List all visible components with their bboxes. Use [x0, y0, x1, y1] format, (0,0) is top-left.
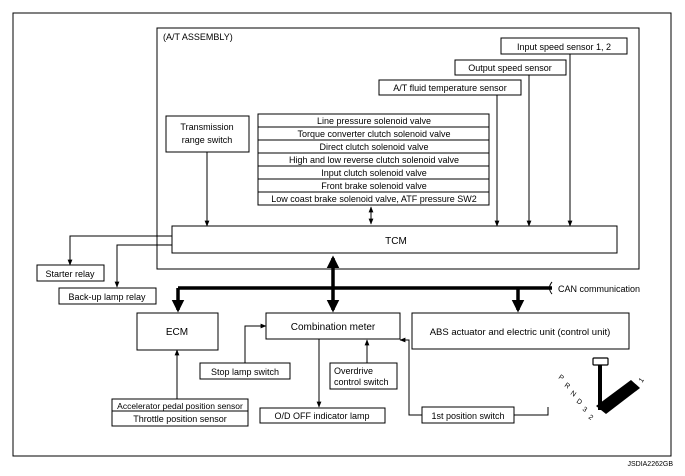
output-speed-sensor-label: Output speed sensor: [468, 63, 552, 73]
backup-lamp-relay-box: Back-up lamp relay: [58, 287, 157, 305]
figure-id: JSDIA2262GB: [627, 461, 673, 468]
shifter-letter: R: [563, 382, 571, 391]
valve-label: Input clutch solenoid valve: [321, 168, 427, 178]
input-speed-sensor-label: Input speed sensor 1, 2: [517, 42, 611, 52]
backup-relay-line: [114, 244, 172, 288]
valve-label: Torque converter clutch solenoid valve: [297, 129, 450, 139]
stop-lamp-switch-label: Stop lamp switch: [211, 367, 279, 377]
combination-meter-label: Combination meter: [291, 322, 376, 333]
ecm-box: ECM: [136, 312, 219, 351]
combination-meter-box: Combination meter: [265, 312, 401, 340]
abs-unit-box: ABS actuator and electric unit (control …: [411, 312, 630, 350]
starter-relay-line: [67, 235, 172, 266]
backup-lamp-relay-label: Back-up lamp relay: [68, 292, 146, 302]
valve-label: Line pressure solenoid valve: [317, 116, 431, 126]
starter-relay-box: Starter relay: [36, 264, 105, 282]
shifter-letter: D: [575, 398, 583, 407]
accel-pedal-sensor-label: Accelerator pedal position sensor: [117, 401, 243, 411]
throttle-sensor-label: Throttle position sensor: [133, 414, 227, 424]
shifter-letter: 3: [581, 406, 588, 414]
starter-relay-label: Starter relay: [45, 269, 95, 279]
fluid-temp-sensor-box: A/T fluid temperature sensor: [378, 79, 522, 96]
at-assembly-label: (A/T ASSEMBLY): [163, 32, 233, 42]
fluid-temp-sensor-label: A/T fluid temperature sensor: [393, 83, 506, 93]
valve-label: Front brake solenoid valve: [321, 181, 427, 191]
shifter-letter: 1: [638, 377, 646, 384]
can-bus-break: [549, 281, 553, 295]
solenoid-valve-stack: Line pressure solenoid valve Torque conv…: [257, 113, 490, 206]
stop-lamp-switch-box: Stop lamp switch: [199, 362, 291, 380]
valve-label: High and low reverse clutch solenoid val…: [289, 155, 459, 165]
shift-lever-icon: P R N D 3 2 1: [557, 357, 646, 422]
transmission-range-switch-box: Transmission range switch: [165, 115, 250, 153]
overdrive-label-line2: control switch: [334, 377, 389, 387]
shifter-letter: 2: [587, 414, 594, 422]
abs-unit-label: ABS actuator and electric unit (control …: [430, 327, 611, 338]
first-position-switch-label: 1st position switch: [431, 411, 504, 421]
tcm-box: TCM: [171, 225, 618, 254]
overdrive-label-line1: Overdrive: [334, 366, 373, 376]
shifter-letter: N: [569, 390, 577, 399]
range-switch-label-line2: range switch: [182, 135, 233, 145]
range-switch-label-line1: Transmission: [180, 122, 233, 132]
valve-label: Low coast brake solenoid valve, ATF pres…: [271, 194, 476, 204]
first-position-line: [399, 337, 422, 416]
first-position-switch-box: 1st position switch: [421, 406, 515, 424]
ecm-label: ECM: [166, 327, 188, 338]
input-speed-sensor-box: Input speed sensor 1, 2: [500, 37, 628, 55]
output-speed-sensor-box: Output speed sensor: [454, 59, 567, 76]
can-label: CAN communication: [558, 284, 640, 294]
shifter-letter: P: [557, 374, 565, 383]
stop-lamp-line: [244, 323, 267, 363]
od-off-indicator-lamp-box: O/D OFF indicator lamp: [259, 407, 386, 424]
shifter-link-line: [514, 407, 549, 416]
valve-label: Direct clutch solenoid valve: [319, 142, 428, 152]
overdrive-control-switch-box: Overdrive control switch: [329, 362, 398, 390]
tcm-label: TCM: [385, 236, 407, 247]
od-off-lamp-label: O/D OFF indicator lamp: [274, 411, 369, 421]
accel-throttle-sensor-box: Accelerator pedal position sensor Thrott…: [111, 398, 249, 427]
